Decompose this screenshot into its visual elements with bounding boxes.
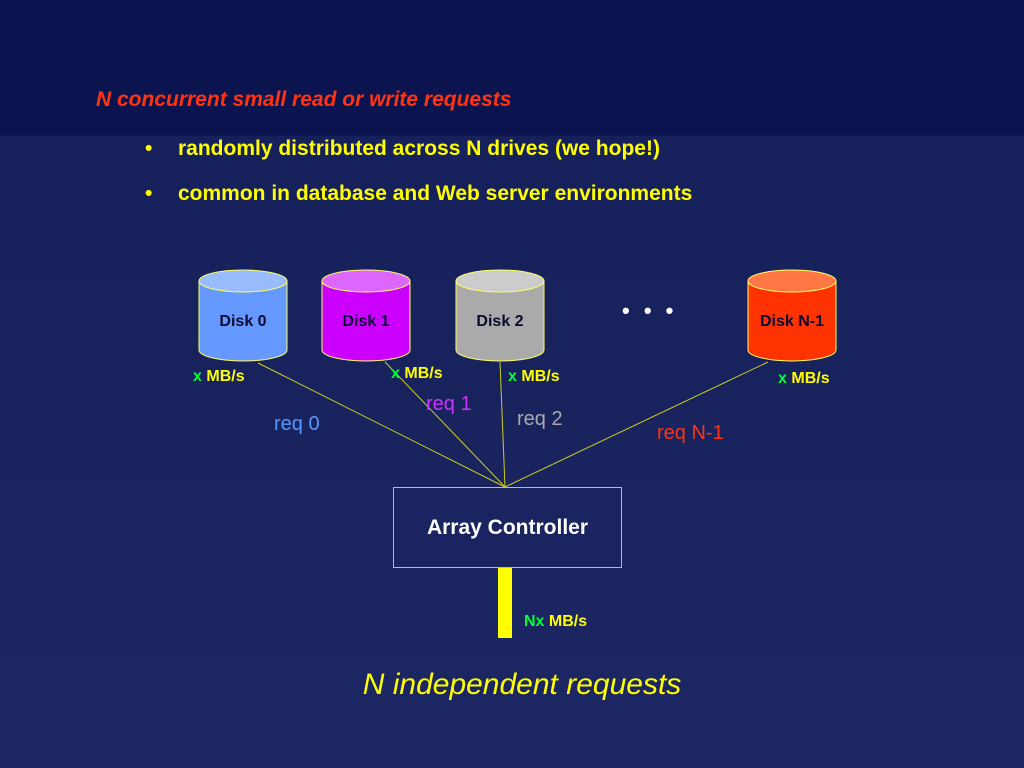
bullet-dot: •: [145, 182, 153, 205]
bullet-text-2: common in database and Web server enviro…: [178, 182, 693, 205]
req-0-label: req 0: [274, 413, 320, 435]
slide-heading: N concurrent small read or write request…: [96, 88, 512, 111]
bus-rate: Nx MB/s: [524, 613, 587, 631]
rate-factor: x: [391, 365, 400, 382]
controller-bus: [498, 568, 512, 638]
bullet-dot: •: [145, 137, 153, 160]
disk-n-1-label: Disk N-1: [759, 313, 825, 330]
bus-rate-factor: Nx: [524, 613, 545, 630]
line-disk-n-1: [504, 361, 769, 488]
line-disk-2: [499, 361, 506, 488]
slide-footer: N independent requests: [362, 668, 682, 701]
disk-2-cylinder: [455, 269, 545, 362]
rate-unit: MB/s: [404, 365, 443, 382]
disk-0-rate: x MB/s: [193, 368, 245, 386]
rate-unit: MB/s: [521, 368, 560, 385]
req-n-1-label: req N-1: [657, 422, 724, 444]
rate-unit: MB/s: [206, 368, 245, 385]
disk-2-rate: x MB/s: [508, 368, 560, 386]
bullet-text-1: randomly distributed across N drives (we…: [178, 137, 660, 160]
bus-rate-unit: MB/s: [548, 613, 588, 630]
disk-1-rate: x MB/s: [391, 365, 443, 383]
disk-0-cylinder: [198, 269, 288, 362]
req-1-label: req 1: [426, 393, 472, 415]
rate-factor: x: [508, 368, 517, 385]
rate-factor: x: [778, 370, 787, 387]
rate-factor: x: [193, 368, 202, 385]
bullet-item-1: • randomly distributed across N drives (…: [145, 137, 660, 161]
array-controller-box: Array Controller: [393, 487, 622, 568]
line-disk-0: [257, 362, 506, 488]
disk-2-label: Disk 2: [476, 313, 524, 330]
disk-n-1-rate: x MB/s: [778, 370, 830, 388]
disk-n-1-cylinder: [747, 269, 837, 362]
rate-unit: MB/s: [791, 370, 830, 387]
req-2-label: req 2: [517, 408, 563, 430]
ellipsis: • • •: [622, 298, 678, 323]
array-controller-label: Array Controller: [426, 515, 589, 539]
connection-lines: [257, 361, 769, 488]
line-disk-1: [384, 361, 506, 488]
disk-0-label: Disk 0: [219, 313, 267, 330]
disk-1-label: Disk 1: [342, 313, 390, 330]
disk-1-cylinder: [321, 269, 411, 362]
bullet-item-2: • common in database and Web server envi…: [145, 182, 693, 206]
